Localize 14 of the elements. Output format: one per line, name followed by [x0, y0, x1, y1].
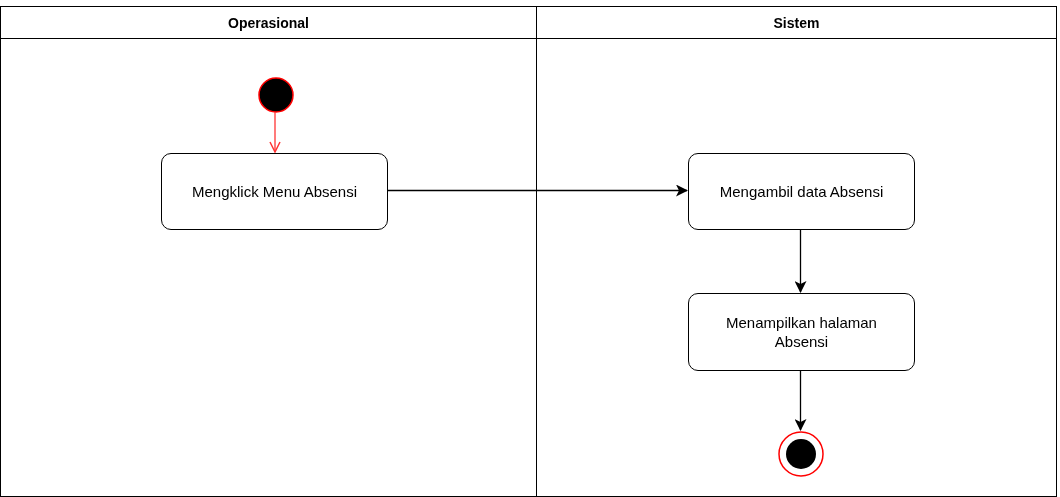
action-label: Mengklick Menu Absensi [190, 182, 359, 201]
arrow [794, 369, 807, 431]
action-box [161, 153, 388, 230]
action-label: Mengambil data Absensi [718, 182, 885, 201]
swimlane [536, 6, 1057, 497]
arrow [386, 184, 688, 197]
arrow [794, 228, 807, 293]
arrow [269, 111, 281, 153]
lane-title: Operasional [228, 14, 309, 31]
action-box [688, 153, 915, 230]
action-box [688, 293, 915, 371]
lane-title: Sistem [773, 14, 820, 31]
action-label: Menampilkan halaman Absensi [725, 313, 878, 351]
swimlane [0, 6, 537, 497]
